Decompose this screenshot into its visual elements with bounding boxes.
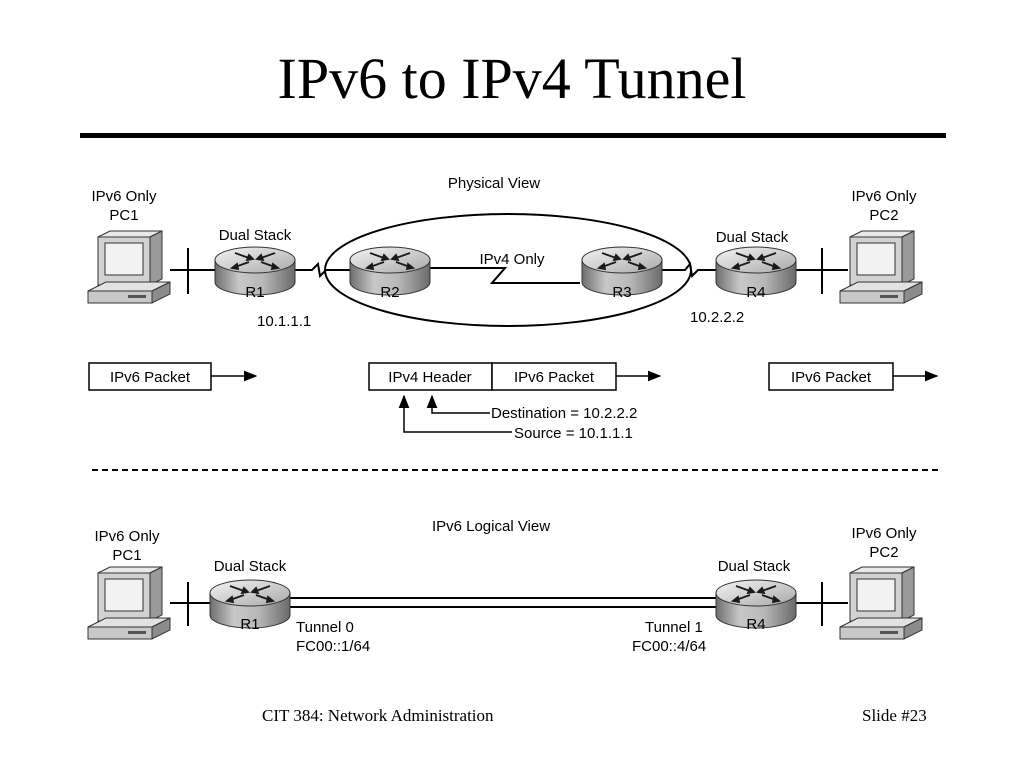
logical-view-title: IPv6 Logical View [432, 518, 550, 535]
r1-address: 10.1.1.1 [257, 313, 311, 330]
dual-stack-left-label: Dual Stack [219, 227, 292, 244]
logical-pc1-icon [87, 566, 171, 640]
title-rule [80, 133, 946, 138]
router-r3-label: R3 [612, 284, 631, 301]
logical-dual-stack-right-label: Dual Stack [718, 558, 791, 575]
physical-view-title: Physical View [448, 175, 540, 192]
source-label: Source = 10.1.1.1 [514, 425, 633, 442]
slide-title: IPv6 to IPv4 Tunnel [277, 46, 747, 111]
left-packet: IPv6 Packet [88, 362, 258, 391]
destination-label: Destination = 10.2.2.2 [491, 405, 637, 422]
tunnel-link [290, 597, 716, 608]
r4-address: 10.2.2.2 [690, 309, 744, 326]
tunnel0-address: FC00::1/64 [296, 638, 370, 655]
pc2-label-line1: IPv6 Only [851, 188, 917, 205]
logical-router-r4-label: R4 [746, 616, 765, 633]
router-r2-label: R2 [380, 284, 399, 301]
inner-packet-label: IPv6 Packet [514, 369, 595, 386]
logical-pc2-icon [839, 566, 923, 640]
pc1-label-line1: IPv6 Only [91, 188, 157, 205]
lan-right [795, 248, 848, 294]
logical-router-r1-label: R1 [240, 616, 259, 633]
right-packet-label: IPv6 Packet [791, 369, 872, 386]
logical-pc1-label-line2: PC1 [112, 547, 141, 564]
pc2-icon [839, 230, 923, 304]
lan-left [170, 248, 215, 294]
pc1-icon [87, 230, 171, 304]
encapsulated-packet: IPv4 Header IPv6 Packet [368, 362, 662, 391]
pc1-label-line2: PC1 [109, 207, 138, 224]
tunnel1-label: Tunnel 1 [645, 619, 703, 636]
ipv4-cloud [324, 213, 692, 327]
right-packet: IPv6 Packet [768, 362, 939, 391]
dual-stack-right-label: Dual Stack [716, 229, 789, 246]
logical-pc2-label-line2: PC2 [869, 544, 898, 561]
logical-dual-stack-left-label: Dual Stack [214, 558, 287, 575]
logical-pc1-label-line1: IPv6 Only [94, 528, 160, 545]
logical-lan-left [170, 582, 211, 626]
pc2-label-line2: PC2 [869, 207, 898, 224]
ipv4-only-label: IPv4 Only [479, 251, 545, 268]
left-packet-label: IPv6 Packet [110, 369, 191, 386]
logical-lan-right [795, 582, 848, 626]
footer-slide-number: Slide #23 [862, 706, 927, 725]
router-r4-label: R4 [746, 284, 765, 301]
logical-pc2-label-line1: IPv6 Only [851, 525, 917, 542]
tunnel0-label: Tunnel 0 [296, 619, 354, 636]
tunnel1-address: FC00::4/64 [632, 638, 706, 655]
ipv4-header-label: IPv4 Header [388, 369, 471, 386]
address-callouts [398, 394, 512, 433]
router-r1-label: R1 [245, 284, 264, 301]
footer-course: CIT 384: Network Administration [262, 706, 494, 725]
